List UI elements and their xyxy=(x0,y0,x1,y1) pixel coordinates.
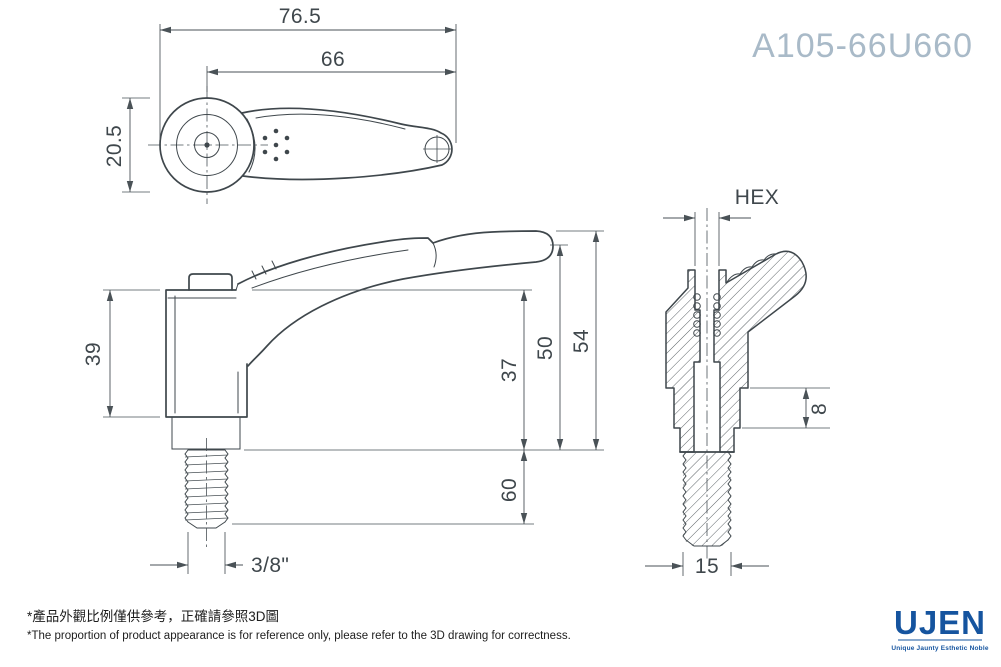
note-chinese: *產品外觀比例僅供參考，正確請參照3D圖 xyxy=(27,608,279,624)
hole-centermark xyxy=(423,135,451,163)
dim-text-15: 15 xyxy=(695,555,719,578)
boss-circle-hub xyxy=(194,132,220,158)
section-thread-tip xyxy=(685,539,729,547)
dim-text-8: 8 xyxy=(808,403,831,415)
note-english: *The proportion of product appearance is… xyxy=(27,630,571,642)
dim-text-60: 60 xyxy=(498,478,521,502)
company-logo: UJEN Unique Jaunty Esthetic Noble xyxy=(891,604,989,652)
boss-center-dot xyxy=(204,142,210,148)
boss-circle-mid xyxy=(176,114,238,176)
section-thread-left-edge xyxy=(682,451,687,541)
footer-notes: *產品外觀比例僅供參考，正確請參照3D圖 *The proportion of … xyxy=(27,608,571,642)
section-view: HEX 8 15 xyxy=(645,186,831,578)
dim-text-overall-length: 76.5 xyxy=(279,5,321,28)
dim-text-37: 37 xyxy=(498,358,521,382)
body-details xyxy=(167,283,239,414)
top-view-extension-lines xyxy=(122,24,457,193)
thread-left-edge xyxy=(184,449,189,523)
arm-rib-bumps xyxy=(726,253,778,283)
logo-tagline: Unique Jaunty Esthetic Noble xyxy=(891,645,989,652)
logo-wordmark: UJEN xyxy=(894,604,986,641)
dim-text-50: 50 xyxy=(534,336,557,360)
grip-dots xyxy=(262,128,290,162)
boss-circle-outer xyxy=(159,97,255,193)
lever-arm-outline xyxy=(241,107,453,181)
front-extension-lines xyxy=(103,230,604,574)
release-button-outline xyxy=(188,273,233,291)
part-number: A105-66U660 xyxy=(752,27,973,65)
dim-text-inner-length: 66 xyxy=(321,48,345,71)
section-thread-fill xyxy=(683,452,731,546)
thread-right-edge xyxy=(224,449,229,523)
dim-text-thread-spec: 3/8" xyxy=(251,554,289,577)
handle-arm-outline xyxy=(237,230,554,367)
body-outline xyxy=(165,289,248,418)
section-thread-right-edge xyxy=(727,451,732,541)
knurled-collar xyxy=(171,416,241,450)
lever-arm-details xyxy=(246,113,406,173)
dim-text-54: 54 xyxy=(570,329,593,353)
dim-text-39: 39 xyxy=(82,342,105,366)
handle-arm-details xyxy=(251,242,437,289)
top-view: 76.5 66 20.5 xyxy=(103,5,457,204)
section-left-wall xyxy=(665,269,701,453)
section-extension-lines xyxy=(682,212,830,576)
front-view: 39 37 50 54 60 3/8" xyxy=(82,230,604,577)
boss-centerlines xyxy=(148,86,268,204)
spring-coils xyxy=(693,293,721,337)
dim-text-head-height: 20.5 xyxy=(103,125,126,167)
dim-text-hex: HEX xyxy=(735,186,779,209)
